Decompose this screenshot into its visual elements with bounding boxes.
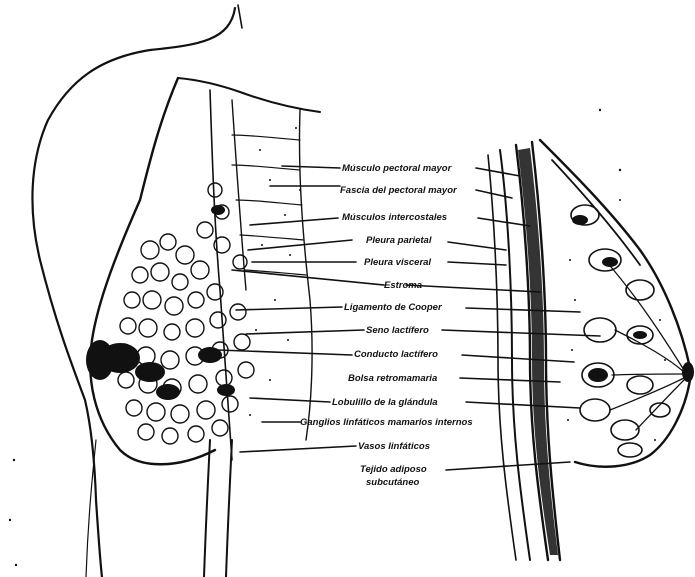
label-tejido-adiposo: Tejido adiposo: [360, 464, 427, 475]
label-subcutaneo: subcutáneo: [366, 477, 420, 488]
label-fascia-pectoral-mayor: Fascia del pectoral mayor: [340, 185, 458, 196]
label-lobulillo-glandula: Lobulillo de la glándula: [332, 397, 438, 408]
label-pleura-parietal: Pleura parietal: [366, 235, 432, 246]
label-bolsa-retromamaria: Bolsa retromamaria: [348, 373, 437, 384]
label-estroma: Estroma: [384, 280, 422, 291]
frontal-breast-illustration: [9, 5, 320, 577]
label-ganglios-linfaticos: Ganglios linfáticos mamarios internos: [300, 417, 473, 428]
label-ligamento-cooper: Ligamento de Cooper: [344, 302, 443, 313]
label-conducto-lactifero: Conducto lactífero: [354, 349, 438, 360]
anatomy-labels: Músculo pectoral mayor Fascia del pector…: [300, 163, 473, 488]
label-musculo-pectoral-mayor: Músculo pectoral mayor: [342, 163, 453, 174]
label-pleura-visceral: Pleura visceral: [364, 257, 431, 268]
label-musculos-intercostales: Músculos intercostales: [342, 212, 447, 223]
label-vasos-linfaticos: Vasos linfáticos: [358, 441, 430, 452]
label-seno-lactifero: Seno lactífero: [366, 325, 429, 336]
